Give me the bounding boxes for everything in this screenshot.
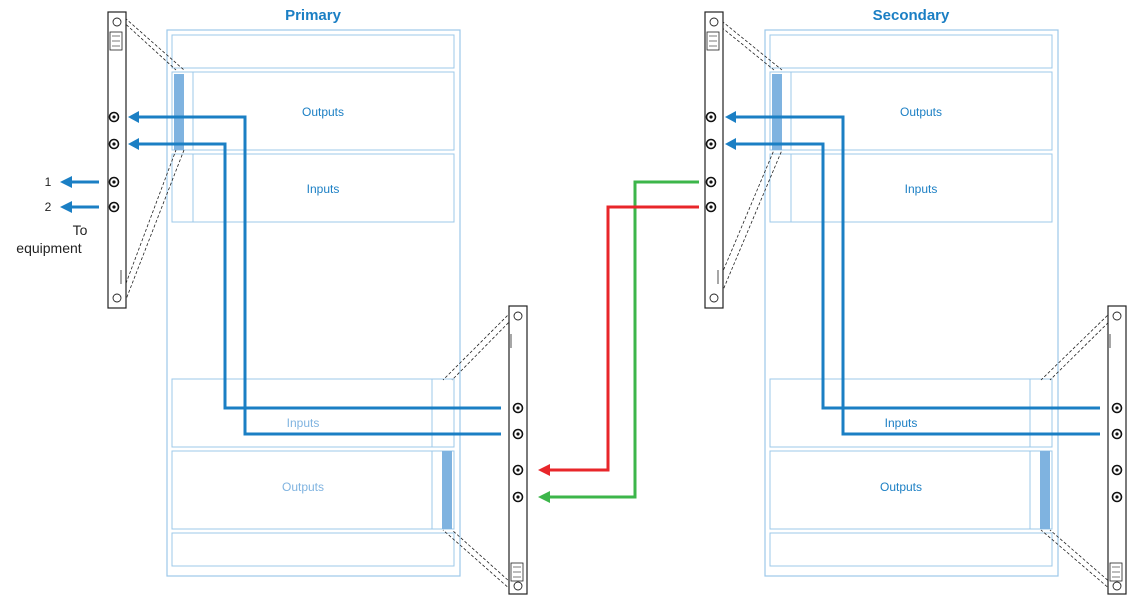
bnc-connector-icon bbox=[705, 176, 717, 188]
arrow-left-icon bbox=[60, 201, 72, 213]
bnc-connector-icon bbox=[705, 201, 717, 213]
bnc-connector-icon bbox=[108, 176, 120, 188]
primary-rack: Outputs Inputs Inputs Outputs bbox=[166, 29, 461, 577]
primary-top-indicator-bar bbox=[174, 74, 184, 150]
equipment-label-line1: To bbox=[73, 222, 88, 238]
secondary-title: Secondary bbox=[873, 7, 950, 24]
primary-bottom-outputs-label: Outputs bbox=[282, 480, 324, 494]
bnc-connector-icon bbox=[1111, 491, 1123, 503]
arrow-head-icon bbox=[128, 111, 139, 123]
arrow-head-icon bbox=[725, 111, 736, 123]
primary-top-card bbox=[107, 11, 127, 309]
primary-bottom-indicator-bar bbox=[442, 451, 452, 529]
arrow-head-icon bbox=[725, 138, 736, 150]
bnc-connector-icon bbox=[705, 111, 717, 123]
arrow-left-icon bbox=[60, 176, 72, 188]
arrow-head-icon bbox=[128, 138, 139, 150]
bnc-connector-icon bbox=[1111, 428, 1123, 440]
output-number-1: 1 bbox=[45, 175, 52, 189]
primary-bottom-inputs-label: Inputs bbox=[287, 416, 320, 430]
secondary-top-outputs-label: Outputs bbox=[900, 105, 942, 119]
primary-blue-wires bbox=[128, 111, 501, 436]
primary-top-outputs-label: Outputs bbox=[302, 105, 344, 119]
secondary-blue-wires bbox=[725, 111, 1100, 436]
secondary-rack: Outputs Inputs Inputs Outputs bbox=[764, 29, 1059, 577]
equipment-label-line2: equipment bbox=[16, 240, 81, 256]
bnc-connector-icon bbox=[1111, 402, 1123, 414]
primary-title: Primary bbox=[285, 7, 342, 24]
secondary-top-indicator-bar bbox=[772, 74, 782, 150]
bnc-connector-icon bbox=[705, 138, 717, 150]
bnc-connector-icon bbox=[108, 201, 120, 213]
bnc-connector-icon bbox=[512, 402, 524, 414]
equipment-output-arrows bbox=[60, 176, 99, 213]
primary-top-inputs-label: Inputs bbox=[307, 182, 340, 196]
bnc-connector-icon bbox=[512, 491, 524, 503]
bnc-connector-icon bbox=[512, 428, 524, 440]
secondary-bottom-indicator-bar bbox=[1040, 451, 1050, 529]
output-number-2: 2 bbox=[45, 200, 52, 214]
cross-wires bbox=[538, 180, 699, 503]
secondary-bottom-inputs-label: Inputs bbox=[885, 416, 918, 430]
secondary-top-inputs-label: Inputs bbox=[905, 182, 938, 196]
secondary-top-card bbox=[704, 11, 724, 309]
bnc-connector-icon bbox=[512, 464, 524, 476]
arrow-head-icon bbox=[538, 491, 550, 503]
primary-bottom-card bbox=[508, 305, 528, 595]
projection-lines bbox=[118, 17, 1120, 591]
bnc-connector-icon bbox=[1111, 464, 1123, 476]
bnc-connector-icon bbox=[108, 138, 120, 150]
secondary-bottom-outputs-label: Outputs bbox=[880, 480, 922, 494]
bnc-connector-icon bbox=[108, 111, 120, 123]
secondary-bottom-card bbox=[1107, 305, 1127, 595]
arrow-head-icon bbox=[538, 464, 550, 476]
